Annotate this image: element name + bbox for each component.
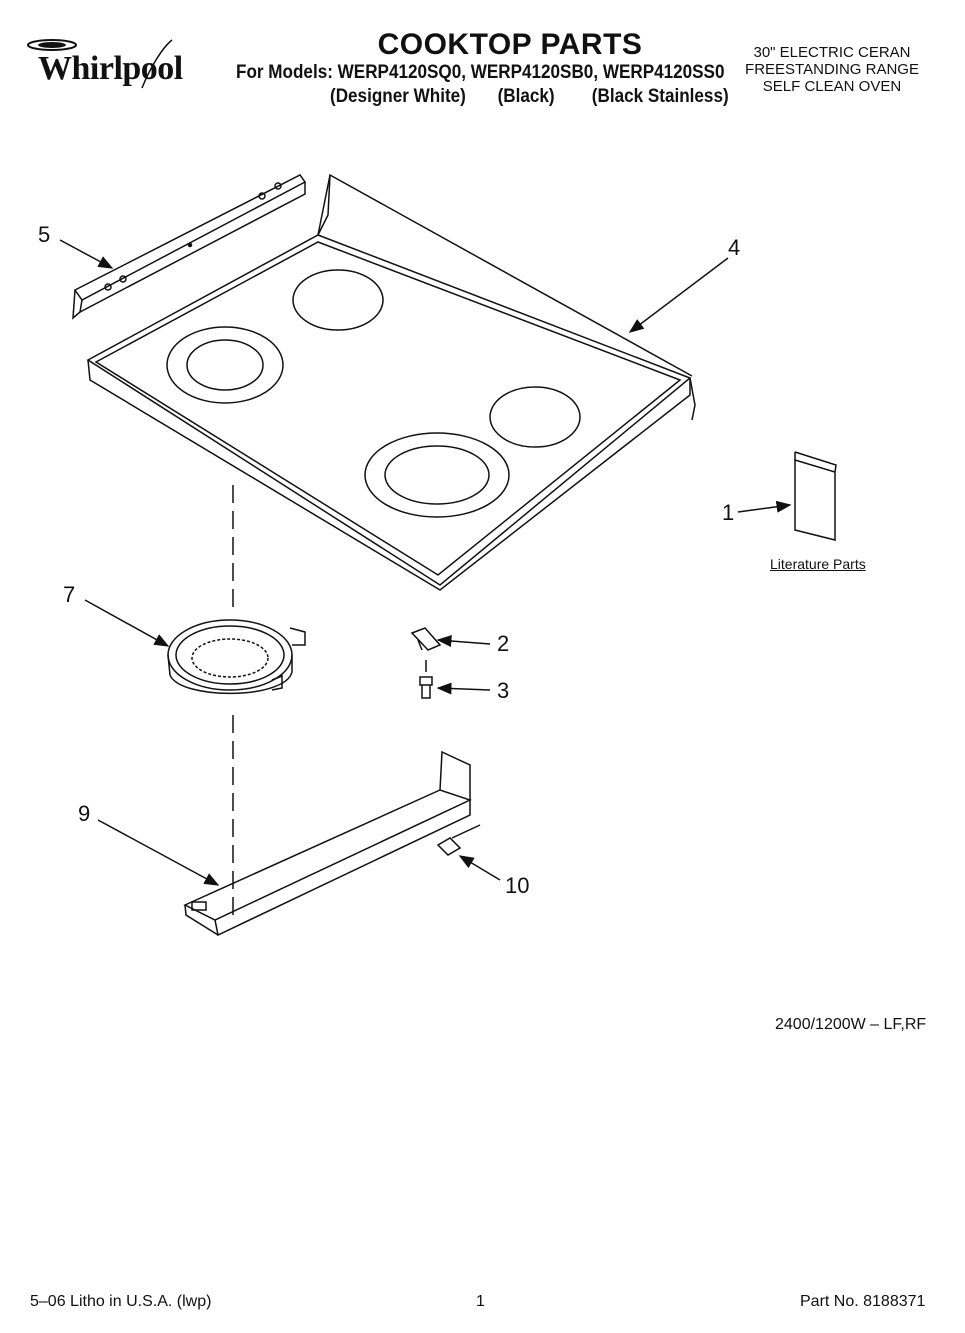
part-4-cooktop	[86, 173, 696, 591]
callout-2: 2	[497, 631, 510, 656]
part-7-element	[167, 619, 306, 695]
part-10-screw	[436, 824, 481, 856]
callout-4: 4	[728, 235, 741, 260]
whirlpool-logo	[27, 39, 173, 89]
part-5-rear-bracket	[72, 174, 307, 320]
callout-5: 5	[38, 222, 51, 247]
callout-3: 3	[497, 678, 510, 703]
desc-line-1: 30" ELECTRIC CERAN	[753, 44, 911, 61]
desc-line-3: SELF CLEAN OVEN	[762, 78, 902, 95]
variant-designer-white: (Designer White)	[330, 86, 466, 107]
callout-7: 7	[63, 582, 76, 607]
page-title: COOKTOP PARTS	[377, 28, 643, 61]
literature-parts-label: Literature Parts	[770, 556, 866, 572]
leader-9	[97, 819, 220, 886]
part-1-literature	[794, 451, 837, 541]
models-line: For Models: WERP4120SQ0, WERP4120SB0, WE…	[236, 62, 725, 83]
callout-10: 10	[505, 873, 530, 898]
variant-black-stainless: (Black Stainless)	[591, 86, 729, 107]
leader-5	[59, 239, 114, 269]
leader-4	[628, 257, 729, 333]
leader-2	[436, 635, 491, 648]
litho-note: 5–06 Litho in U.S.A. (lwp)	[30, 1293, 212, 1310]
brand-wordmark: Whirlpool	[38, 50, 183, 87]
part-2-clip	[410, 627, 442, 651]
part-9-bottom-bracket	[183, 750, 473, 937]
page-number: 1	[476, 1293, 485, 1310]
leader-1	[737, 500, 792, 513]
variant-black: (Black)	[497, 86, 555, 107]
leader-10	[458, 855, 501, 881]
product-description: 30" ELECTRIC CERAN FREESTANDING RANGE SE…	[712, 44, 952, 95]
wattage-spec-note: 2400/1200W – LF,RF	[775, 1016, 927, 1033]
callout-1: 1	[722, 500, 735, 525]
part-3-screw	[419, 676, 433, 699]
callout-9: 9	[78, 801, 91, 826]
leader-3	[436, 682, 491, 695]
leader-7	[84, 599, 170, 647]
desc-line-2: FREESTANDING RANGE	[745, 61, 919, 78]
part-number: Part No. 8188371	[800, 1293, 926, 1310]
model-variants: (Designer White) (Black) (Black Stainles…	[330, 86, 729, 108]
